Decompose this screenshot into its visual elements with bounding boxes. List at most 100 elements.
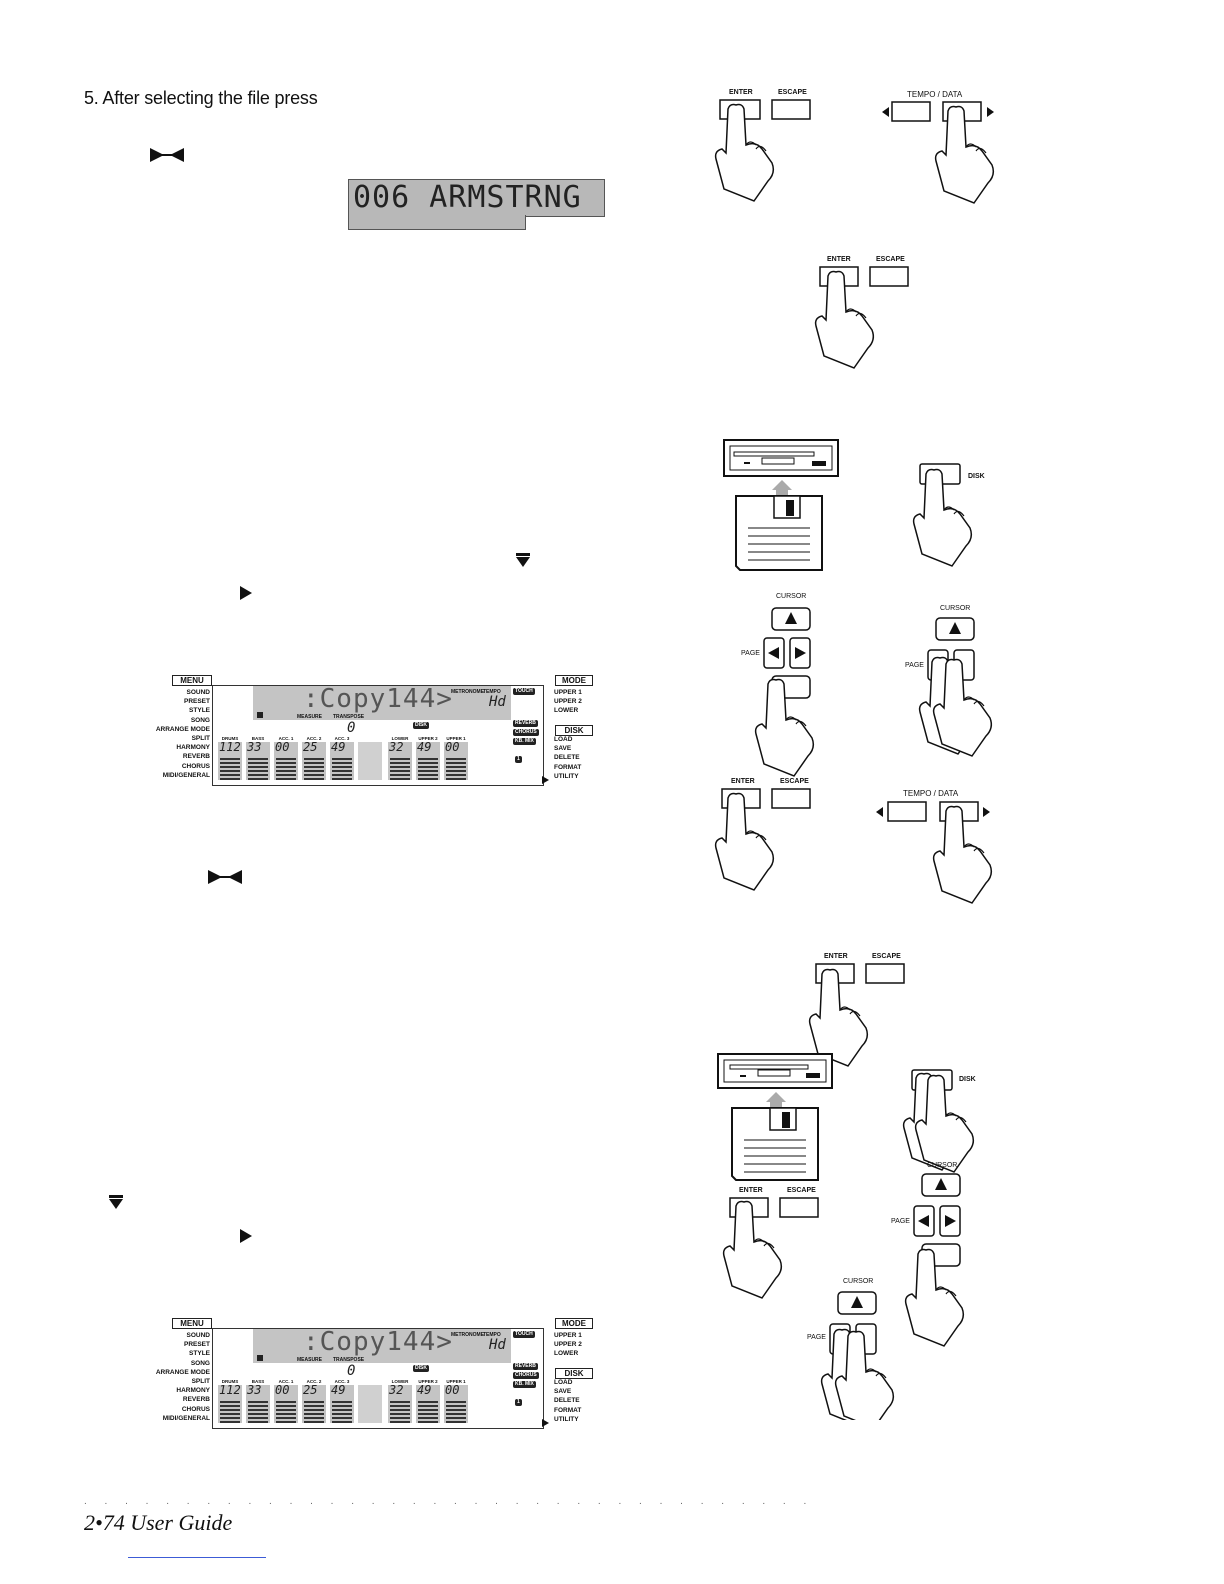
channel-label: ACC. 1 [278, 736, 294, 741]
level-bar [276, 766, 296, 768]
level-bar [332, 758, 352, 760]
cursor-label: CURSOR [940, 605, 971, 612]
transpose-label: TRANSPOSE [333, 1357, 365, 1363]
cursor-label: CURSOR [843, 1278, 874, 1285]
channel-body [358, 742, 382, 780]
kbd-mix-badge: KB. MIX [513, 1381, 536, 1388]
footer-link-underline[interactable] [128, 1557, 266, 1558]
page-label: PAGE [891, 1218, 910, 1225]
level-bar [332, 1409, 352, 1411]
left-arrow-icon [918, 1215, 929, 1227]
level-bar [446, 758, 466, 760]
level-bar [304, 774, 324, 776]
menu-item: SONG [190, 1359, 210, 1367]
disk-item: DELETE [554, 1397, 580, 1405]
channel-value: 32 [389, 1383, 404, 1397]
mode-item: LOWER [554, 1350, 579, 1358]
channel-label: BASS [251, 736, 265, 741]
transpose-value: 0 [347, 720, 356, 736]
disk-list: LOAD SAVE DELETE FORMAT UTILITY [554, 735, 581, 781]
escape-button [771, 99, 811, 120]
disk-drive-icon [717, 1053, 833, 1089]
disk-drive-group-1 [723, 439, 973, 571]
menu-item: SPLIT [191, 1378, 210, 1386]
level-bar [304, 758, 324, 760]
level-bar [248, 758, 268, 760]
menu-list: SOUND PRESET STYLE SONG ARRANGE MODE SPL… [152, 688, 210, 780]
level-bar [276, 762, 296, 764]
level-bar [446, 762, 466, 764]
menu-item: MIDI/GENERAL [162, 771, 210, 779]
channel-label: LOWER [391, 736, 409, 741]
transpose-label: TRANSPOSE [333, 714, 365, 720]
channel-value: 00 [445, 1383, 460, 1397]
level-bar [390, 770, 410, 772]
level-bar [304, 1409, 324, 1411]
disk-label: DISK [555, 1368, 593, 1379]
menu-item: ARRANGE MODE [155, 1368, 210, 1376]
menu-item: PRESET [183, 1341, 210, 1349]
indicator-icon [257, 712, 263, 718]
tempo-down-button [891, 101, 931, 122]
disk-item: FORMAT [554, 763, 582, 771]
disk-badge: DISK [413, 1365, 429, 1372]
level-bar [446, 1421, 466, 1423]
level-bar [304, 778, 324, 780]
level-bar [390, 762, 410, 764]
tempo-data-label: TEMPO / DATA [903, 789, 959, 798]
level-bar [276, 774, 296, 776]
right-arrow-icon [542, 771, 550, 789]
level-bar [446, 774, 466, 776]
lcd-panel-2: MENU SOUND PRESET STYLE SONG ARRANGE MOD… [152, 1318, 593, 1432]
level-bar [248, 1401, 268, 1403]
lcd-display-text: :Copy144> [303, 1327, 453, 1357]
disk-label: DISK [555, 725, 593, 736]
level-bar [390, 758, 410, 760]
chorus-badge: CHORUS [513, 1372, 539, 1379]
escape-button [771, 788, 811, 809]
lcd-screen: :Copy144> METRONOME TEMPO Hd MEASURE TRA… [212, 684, 544, 786]
level-bar [276, 770, 296, 772]
escape-button [865, 963, 905, 984]
level-bar [332, 1405, 352, 1407]
level-bar [332, 770, 352, 772]
level-bar [418, 1409, 438, 1411]
disk-item: DELETE [554, 754, 580, 762]
level-bar [332, 762, 352, 764]
level-bar [390, 1413, 410, 1415]
left-right-arrows-icon [150, 146, 190, 171]
level-bar [276, 1421, 296, 1423]
escape-label: ESCAPE [778, 89, 807, 96]
mode-list: UPPER 1 UPPER 2 LOWER [554, 1331, 582, 1359]
channel-value: 25 [303, 740, 318, 754]
level-bar [418, 766, 438, 768]
metronome-label: METRONOME [451, 1332, 485, 1338]
level-bar [220, 1405, 240, 1407]
enter-label: ENTER [739, 1187, 763, 1194]
enter-label: ENTER [827, 256, 851, 263]
channel-label: ACC. 3 [334, 736, 350, 741]
right-arrow-icon [542, 1414, 550, 1432]
channel-body [330, 742, 354, 780]
level-bar [276, 1401, 296, 1403]
disk-list: LOAD SAVE DELETE FORMAT UTILITY [554, 1378, 581, 1424]
right-arrow-icon [983, 807, 990, 817]
transpose-value: 0 [347, 1363, 356, 1379]
level-bar [446, 778, 466, 780]
level-bar [276, 1409, 296, 1411]
channel-body [444, 1385, 468, 1423]
menu-item: REVERB [182, 753, 210, 761]
enter-escape-group-5 [722, 1173, 965, 1347]
level-bar [418, 1413, 438, 1415]
down-arrow-icon [515, 552, 531, 573]
level-bar [418, 1421, 438, 1423]
channel-body [246, 1385, 270, 1423]
menu-item: REVERB [182, 1396, 210, 1404]
level-bar [390, 1417, 410, 1419]
